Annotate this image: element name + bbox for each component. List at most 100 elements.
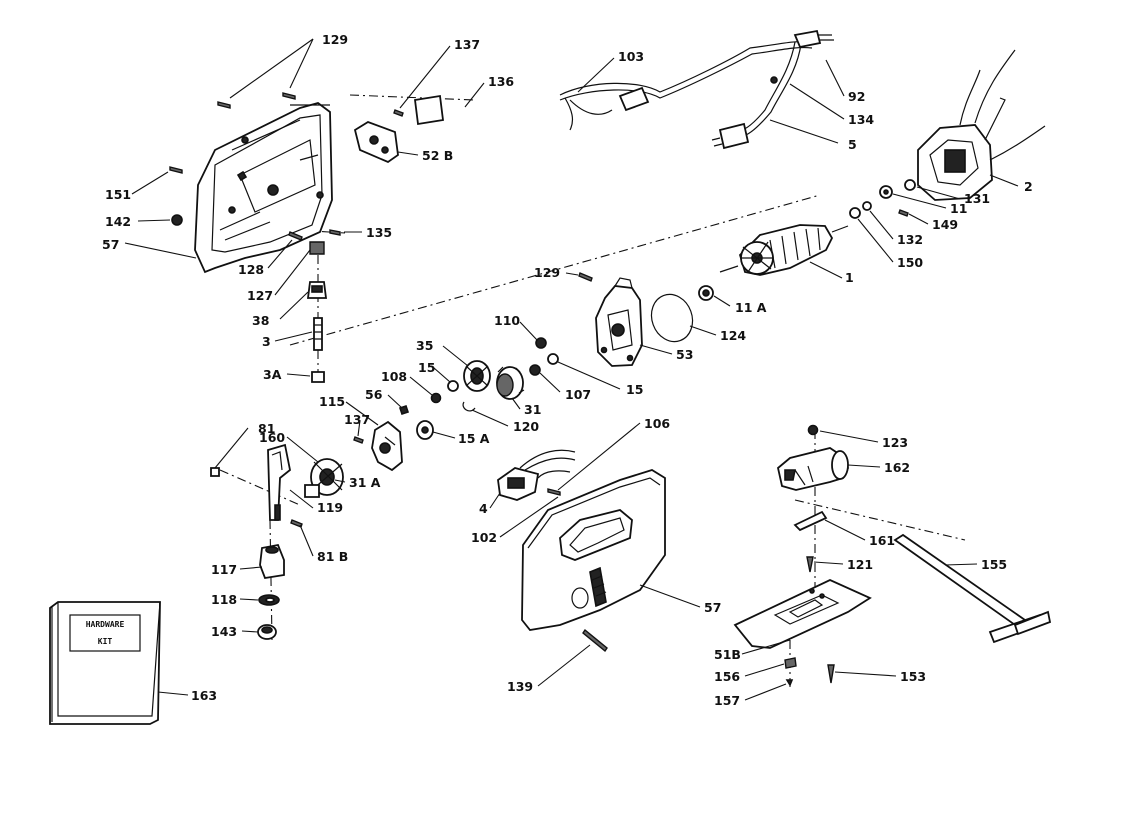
switch-4 [497,449,576,501]
part-156 [784,657,797,669]
kit-line-1: HARDWARE [86,620,125,629]
label-118: 118 [211,592,237,607]
label-162: 162 [884,460,910,475]
label-137-top: 137 [454,37,480,52]
label-110: 110 [494,313,520,328]
label-11a: 11 A [735,300,767,315]
label-163: 163 [191,688,217,703]
power-cord [559,29,834,150]
label-52b: 52 B [422,148,453,163]
label-155: 155 [981,557,1007,572]
pin-139 [582,628,608,653]
label-150: 150 [897,255,923,270]
label-53: 53 [676,347,693,362]
label-153: 153 [900,669,926,684]
clip-120 [462,401,476,412]
label-108: 108 [381,369,407,384]
label-129-mid: 129 [534,265,560,280]
washer-15a [447,380,459,392]
screw-153 [827,664,835,684]
label-161: 161 [869,533,895,548]
label-136: 136 [488,74,514,89]
screw-128 [288,231,303,241]
bearing-107 [529,364,541,376]
gear-15a [416,420,434,440]
plunger-arm-81 [267,443,291,521]
label-151: 151 [105,187,131,202]
washer-132 [862,201,872,211]
washer-15b [547,353,559,365]
label-107: 107 [565,387,591,402]
motor-housing-left-half [194,102,333,274]
gear-housing-53 [595,277,643,367]
label-56: 56 [365,387,383,402]
label-5: 5 [848,137,857,152]
screw-135 [329,229,341,236]
housing-right-half-57 [521,469,666,631]
label-119: 119 [317,500,343,515]
label-102: 102 [471,530,497,545]
label-103: 103 [618,49,644,64]
screw-121 [806,556,814,573]
label-143: 143 [211,624,237,639]
label-3a: 3A [263,367,282,382]
bearing-11a-center [702,289,710,297]
label-123: 123 [882,435,908,450]
hardware-kit-163: HARDWARE KIT [49,601,161,725]
label-160: 160 [259,430,285,445]
part-labels: 129 137 136 103 92 134 5 2 131 11 149 13… [102,32,1033,708]
clamp-161 [793,510,828,532]
label-2: 2 [1024,179,1033,194]
kit-line-2: KIT [98,637,113,646]
label-57-top: 57 [102,237,119,252]
part-110 [535,337,547,349]
bearing-11-center [883,189,889,195]
label-81b: 81 B [317,549,348,564]
screw-137-a [393,109,404,117]
label-129-top: 129 [322,32,348,47]
cap-143 [257,624,277,640]
label-134: 134 [848,112,874,127]
label-131: 131 [964,191,990,206]
nut-142 [171,214,183,226]
part-108 [430,392,442,404]
gear-31 [496,366,525,400]
label-3: 3 [262,334,271,349]
bearing-plate-115 [371,420,403,472]
label-127: 127 [247,288,273,303]
blade-holder-162 [777,447,850,491]
part-157 [785,679,794,687]
label-15-right: 15 [626,382,643,397]
base-51b [733,579,872,649]
label-57-bottom: 57 [704,600,721,615]
label-31a: 31 A [349,475,381,490]
rod-155 [893,533,1052,644]
bushing-81 [210,467,220,477]
label-121: 121 [847,557,873,572]
screw-129-a [217,101,231,109]
leader-lines [124,38,1019,701]
part-106 [547,488,561,496]
label-115: 115 [319,394,345,409]
label-38: 38 [252,313,269,328]
label-81: 81 [258,421,275,436]
label-51b: 51B [714,647,741,662]
label-139: 139 [507,679,533,694]
armature-1 [719,224,849,276]
ring-124 [650,293,694,343]
roller-118-center [265,597,275,603]
label-156: 156 [714,669,740,684]
label-124: 124 [720,328,746,343]
screw-129-c [578,272,593,282]
switch-plate-52b [353,121,399,164]
label-149: 149 [932,217,958,232]
label-35: 35 [416,338,433,353]
part-123 [807,424,819,436]
label-106: 106 [644,416,670,431]
label-11: 11 [950,201,967,216]
label-92: 92 [848,89,865,104]
label-157: 157 [714,693,740,708]
label-4: 4 [479,501,488,516]
plunger-stack [306,241,328,383]
